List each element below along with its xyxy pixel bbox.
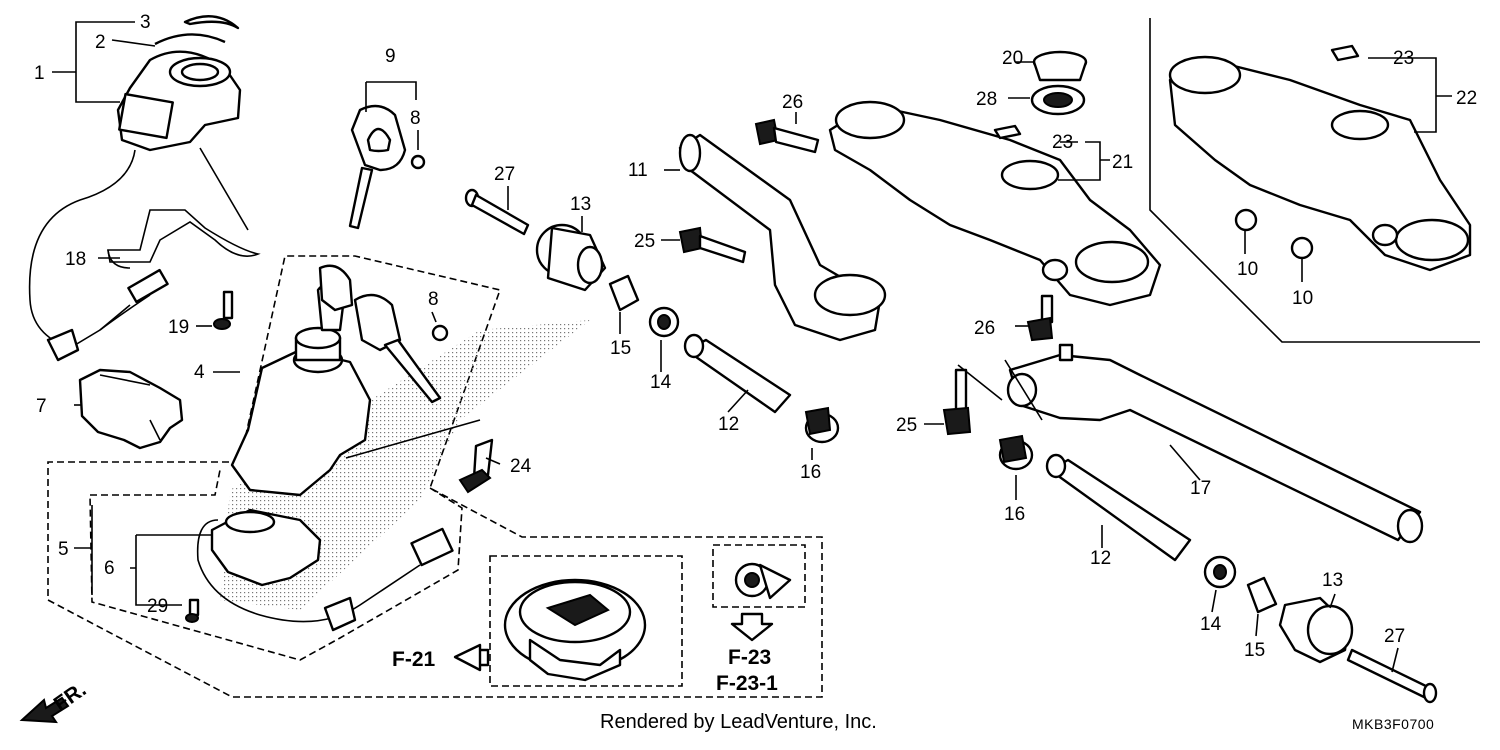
handlebar-11	[678, 133, 887, 342]
nut-16-left	[804, 406, 840, 444]
part-label: 25	[896, 415, 917, 436]
top-bridge-22	[1168, 44, 1472, 272]
ignition-switch-cover	[116, 50, 249, 231]
f23-part	[734, 562, 792, 600]
part-label: 15	[610, 338, 631, 359]
part-label: 11	[628, 160, 648, 181]
part-label: 27	[1384, 626, 1405, 647]
top-bridge-21	[828, 100, 1162, 307]
part-label: 21	[1112, 152, 1133, 173]
part-label: 14	[650, 372, 672, 393]
leader-lines	[52, 21, 1452, 673]
part-label: 1	[34, 63, 45, 84]
seal-28	[1030, 84, 1086, 116]
bar-end-13-left	[535, 223, 607, 292]
part-label: 24	[510, 456, 532, 477]
part-label: 16	[1004, 504, 1025, 525]
f21-arrow	[453, 643, 490, 672]
part-label: 5	[58, 539, 69, 560]
f23-arrow	[730, 612, 774, 642]
part-label: 12	[1090, 548, 1111, 569]
part-label: 25	[634, 231, 655, 252]
part-label: 13	[1322, 570, 1343, 591]
bolt-27-right	[1346, 648, 1438, 704]
nut-10-right	[1290, 236, 1314, 260]
part-label: 4	[194, 362, 205, 383]
bracket-7	[78, 368, 184, 450]
part-label: 26	[782, 92, 803, 113]
part-labels: 1 2 3 4 5 6 7 8 8 9 10 10 11 12 12 13 13…	[34, 12, 1477, 661]
part-label: 23	[1393, 48, 1414, 69]
bar-end-13-right	[1278, 596, 1354, 664]
diagram-code: MKB3F0700	[1352, 716, 1435, 732]
bolt-26-upper	[754, 118, 820, 154]
credit-text: Rendered by LeadVenture, Inc.	[600, 711, 877, 733]
group-boundaries	[47, 18, 1480, 698]
part-label: 19	[168, 317, 189, 338]
weight-12-left	[683, 333, 792, 414]
part-label: 29	[147, 596, 168, 617]
part-label: 23	[1052, 132, 1073, 153]
spacer-14-right	[1203, 555, 1237, 589]
front-arrow	[19, 696, 70, 724]
part-label: 3	[140, 12, 151, 33]
screw-19	[213, 290, 234, 330]
part-label: 6	[104, 558, 115, 579]
part-label: 26	[974, 318, 995, 339]
handlebar-17	[1006, 343, 1424, 544]
part-label: 12	[718, 414, 739, 435]
part-label: 10	[1237, 259, 1258, 280]
part-label: 14	[1200, 614, 1222, 635]
bolt-26-lower	[1026, 294, 1054, 342]
ref-f23: F-23	[728, 646, 771, 669]
part-label: 10	[1292, 288, 1313, 309]
bolt-27-left	[464, 188, 530, 236]
nut-16-right	[998, 434, 1034, 471]
wire-harness	[28, 149, 169, 362]
weight-12-right	[1045, 453, 1192, 562]
ignition-lock-4	[230, 264, 449, 497]
part-label: 2	[95, 32, 106, 53]
switch-unit-6	[185, 508, 454, 632]
screw-24	[458, 438, 494, 494]
part-label: 27	[494, 164, 515, 185]
ring-washers	[154, 15, 240, 46]
part-label: 16	[800, 462, 821, 483]
part-label: 22	[1456, 88, 1477, 109]
part-label: 18	[65, 249, 86, 270]
collar-15-left	[608, 274, 640, 312]
key-9	[348, 104, 426, 230]
collar-15-right	[1246, 576, 1278, 614]
spacer-14-left	[648, 306, 680, 338]
part-label: 9	[385, 46, 396, 67]
part-label: 17	[1190, 478, 1211, 499]
part-label: 13	[570, 194, 591, 215]
wire-clamp	[107, 209, 261, 269]
part-label: 7	[36, 396, 47, 417]
part-label: 28	[976, 89, 997, 110]
cap-20	[1032, 50, 1088, 82]
part-label: 20	[1002, 48, 1023, 69]
ref-f23-1: F-23-1	[716, 672, 778, 695]
part-label: 15	[1244, 640, 1265, 661]
bolt-25-upper	[678, 226, 747, 264]
part-label: 8	[410, 108, 421, 129]
part-label: 8	[428, 289, 439, 310]
ref-f21: F-21	[392, 648, 436, 671]
nut-10-left	[1234, 208, 1258, 232]
fuel-cap	[503, 578, 647, 682]
bolt-25-lower	[942, 368, 972, 436]
